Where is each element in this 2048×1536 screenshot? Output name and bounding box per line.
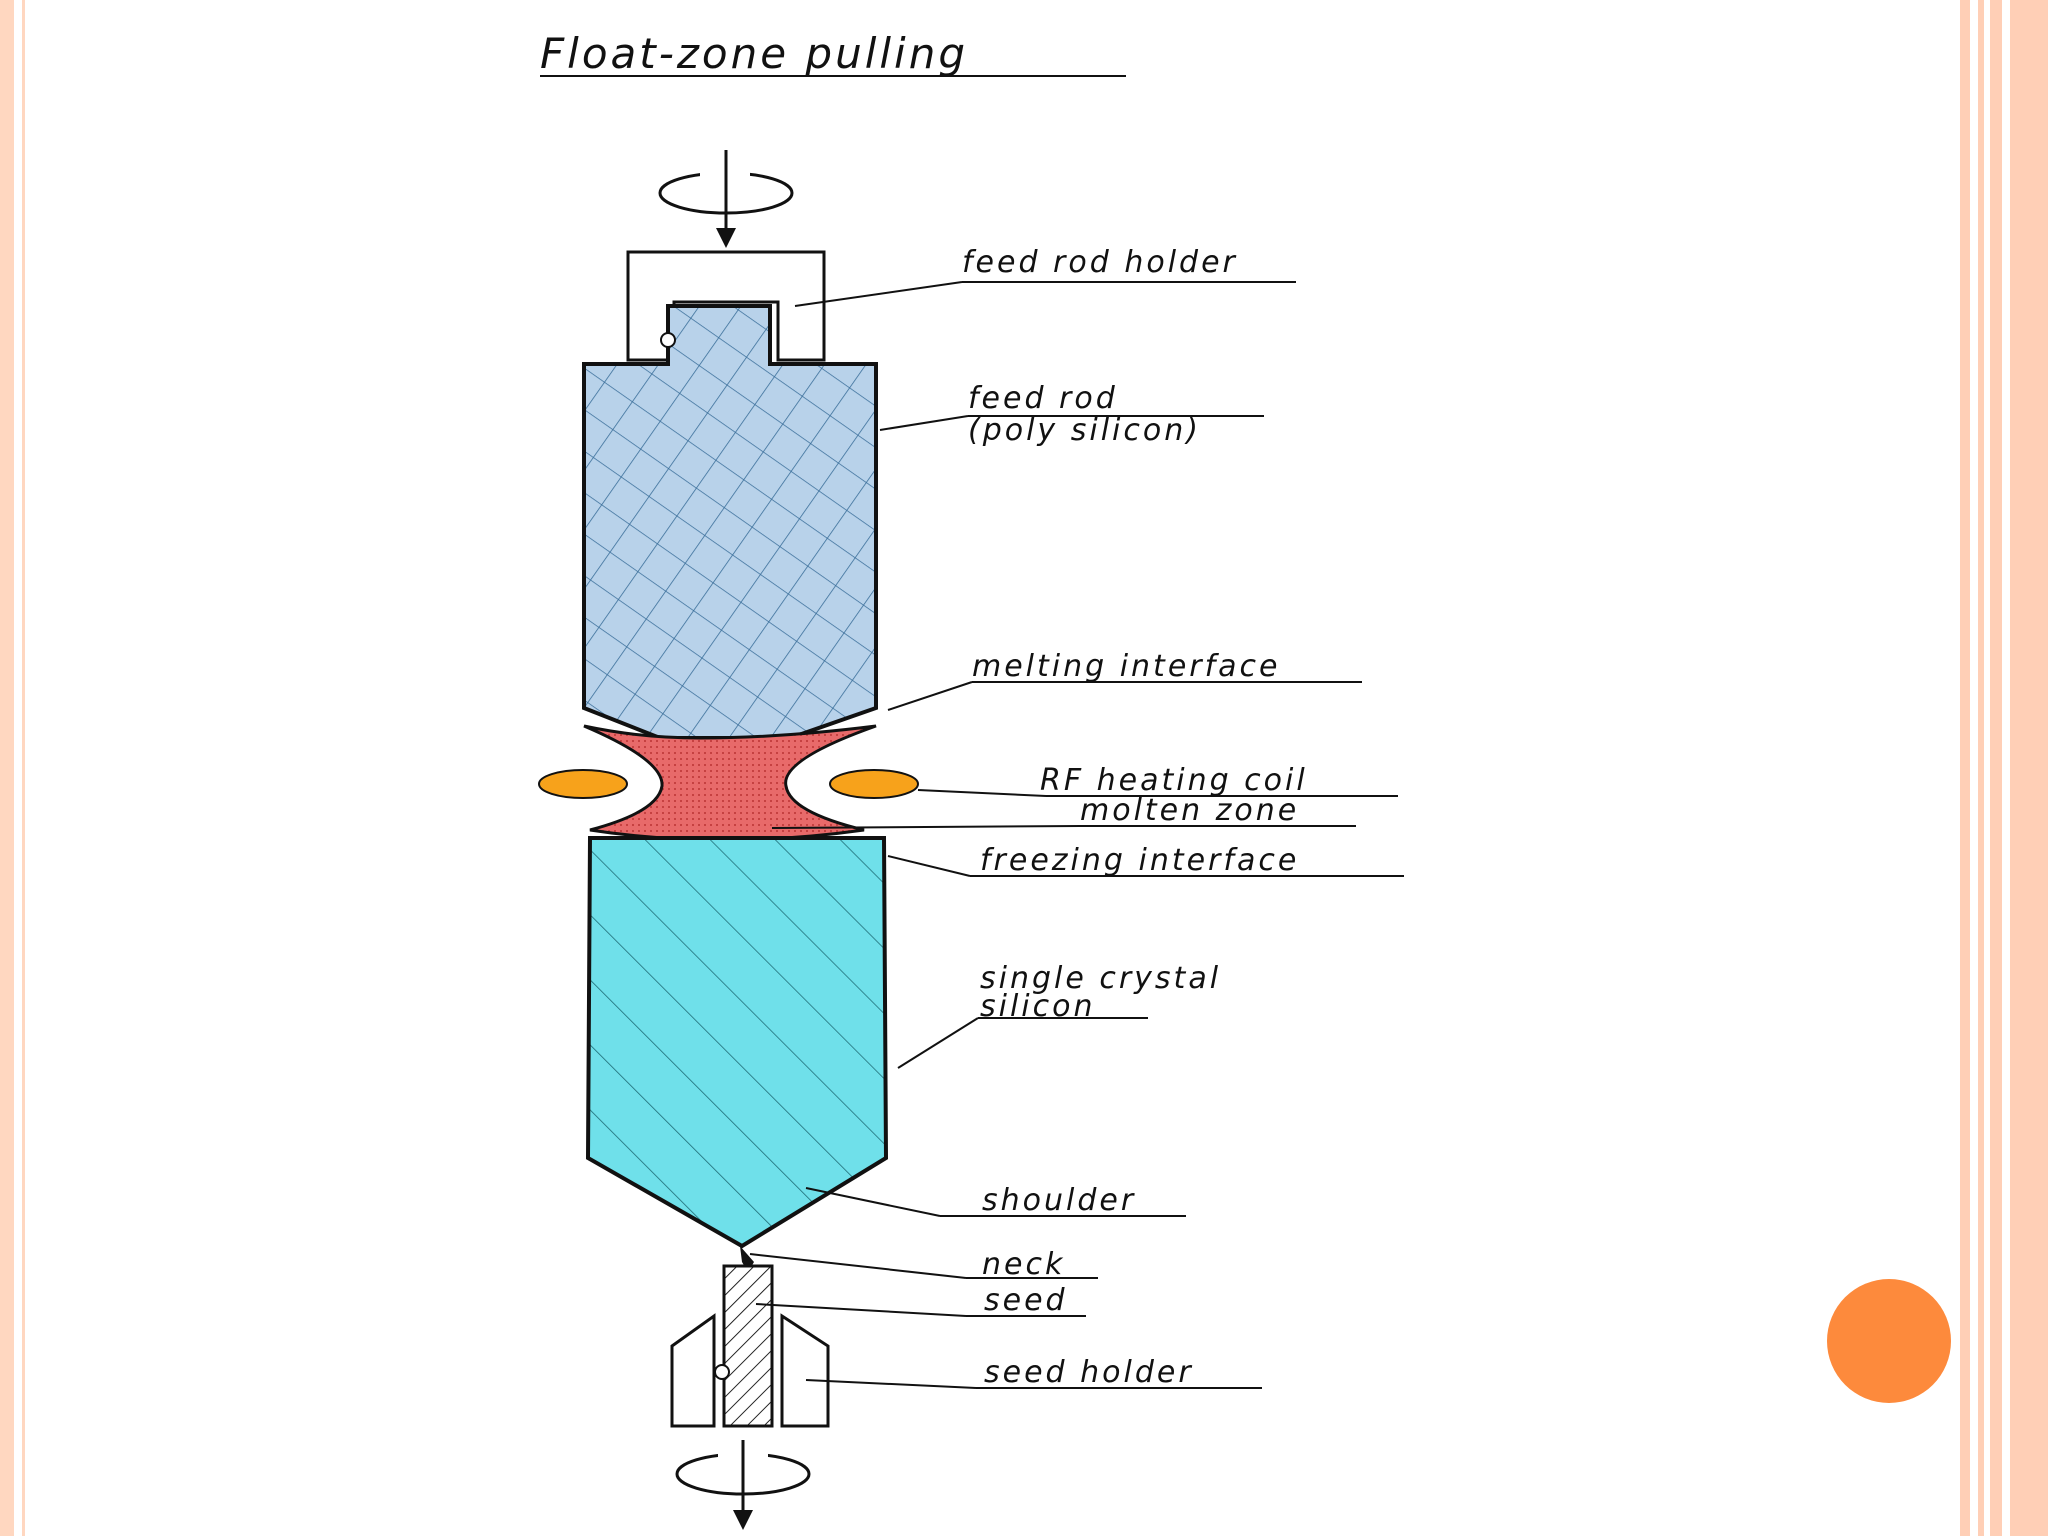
rotation-arrow-icon — [675, 1440, 811, 1530]
label-single-crystal-1: single crystal — [980, 961, 1221, 996]
label-rf-heating-coil: RF heating coil — [1040, 763, 1308, 798]
single-crystal — [585, 836, 889, 1249]
rf-coil-left — [538, 769, 628, 799]
rf-coil-right — [829, 769, 919, 799]
diagram-title: Float-zone pulling — [540, 29, 968, 78]
feed-rod — [582, 304, 878, 740]
label-seed: seed — [984, 1283, 1068, 1318]
rotation-arrow-icon — [658, 150, 794, 248]
label-neck: neck — [982, 1247, 1065, 1282]
label-melting-interface: melting interface — [972, 649, 1281, 684]
label-feed-rod-2: (poly silicon) — [968, 413, 1201, 448]
label-feed-rod-holder: feed rod holder — [962, 245, 1238, 280]
slide-frame-left — [0, 0, 14, 1536]
label-freezing-interface: freezing interface — [980, 843, 1299, 878]
label-shoulder: shoulder — [982, 1183, 1136, 1218]
label-molten-zone: molten zone — [1080, 793, 1299, 828]
feed-rod-holder — [626, 250, 826, 362]
slide-frame-left-line — [22, 0, 25, 1536]
seed-holder-right — [780, 1313, 830, 1428]
label-feed-rod-1: feed rod — [968, 381, 1118, 416]
molten-zone — [583, 724, 877, 842]
decorative-orange-circle — [1827, 1279, 1951, 1403]
label-single-crystal-2: silicon — [980, 989, 1096, 1024]
label-seed-holder: seed holder — [984, 1355, 1194, 1390]
slide-frame-right — [1960, 0, 2048, 1536]
seed — [722, 1264, 774, 1428]
seed-holder-left — [670, 1313, 716, 1428]
